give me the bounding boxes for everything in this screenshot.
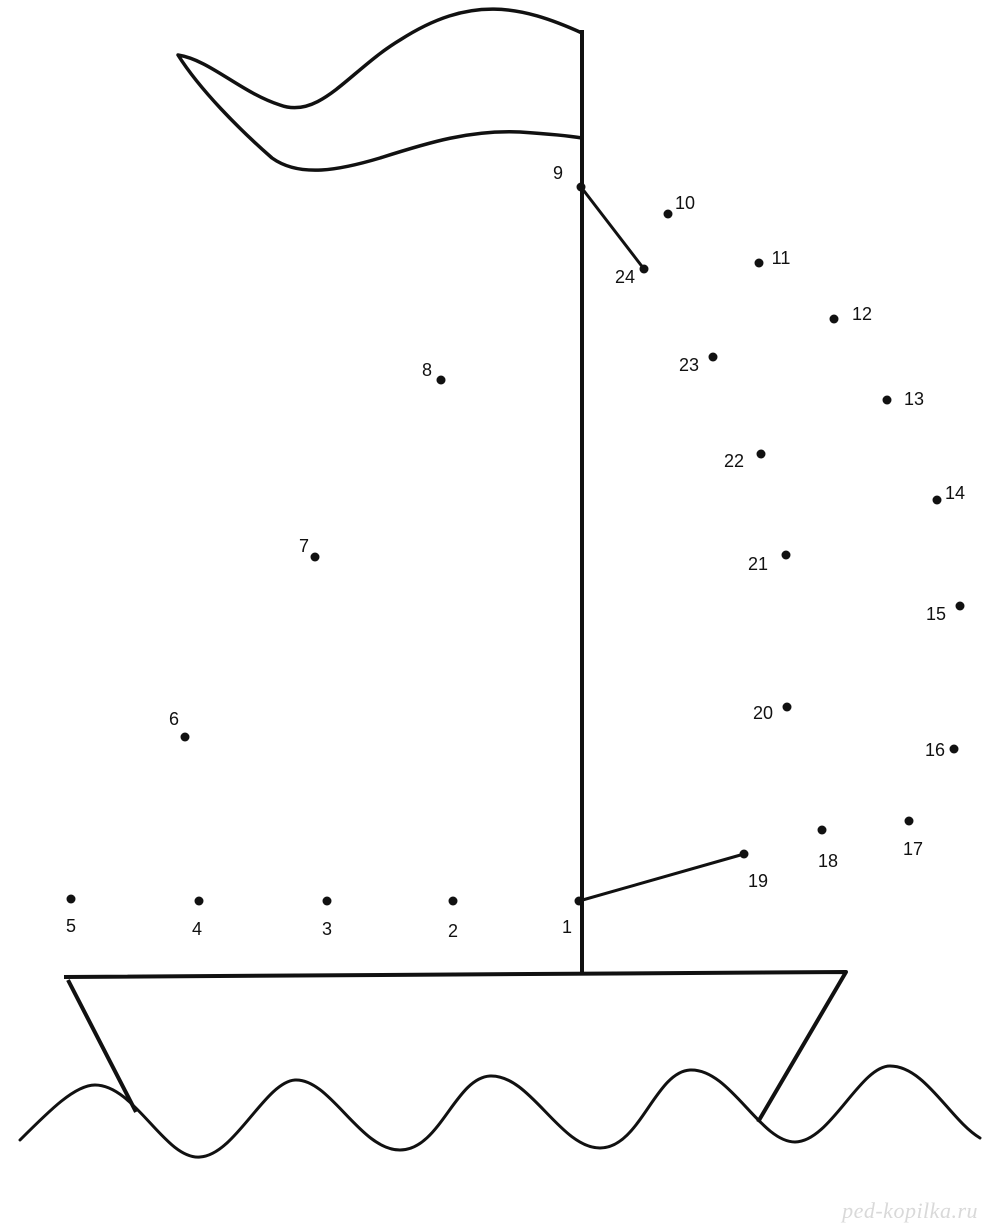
- dot-5: 5: [66, 894, 76, 936]
- dot-point-19: [739, 849, 749, 859]
- dot-point-23: [708, 352, 718, 362]
- dot-24: 24: [615, 264, 649, 287]
- dot-6: 6: [169, 709, 190, 742]
- dot-21: 21: [748, 550, 791, 574]
- dot-label-1: 1: [562, 917, 572, 937]
- dot-label-12: 12: [852, 304, 872, 324]
- dot-17: 17: [903, 816, 923, 859]
- dot-label-4: 4: [192, 919, 202, 939]
- dot-point-12: [829, 314, 839, 324]
- dot-point-1: [574, 896, 584, 906]
- dot-point-8: [436, 375, 446, 385]
- dot-point-16: [949, 744, 959, 754]
- dot-18: 18: [817, 825, 838, 871]
- waves-line: [18, 1064, 982, 1159]
- dot-label-20: 20: [753, 703, 773, 723]
- dot-label-23: 23: [679, 355, 699, 375]
- dot-point-4: [194, 896, 204, 906]
- flag-shape: [176, 7, 584, 172]
- dot-3: 3: [322, 896, 332, 939]
- dot-23: 23: [679, 352, 718, 375]
- connection-1-19: [578, 852, 745, 903]
- dot-19: 19: [739, 849, 768, 891]
- dot-point-22: [756, 449, 766, 459]
- dot-12: 12: [829, 304, 872, 324]
- connection-9-24: [579, 186, 646, 270]
- dot-10: 10: [663, 193, 695, 219]
- dot-label-7: 7: [299, 536, 309, 556]
- dot-label-22: 22: [724, 451, 744, 471]
- dot-point-3: [322, 896, 332, 906]
- dot-point-5: [66, 894, 76, 904]
- dot-label-2: 2: [448, 921, 458, 941]
- dot-label-15: 15: [926, 604, 946, 624]
- dot-label-17: 17: [903, 839, 923, 859]
- dot-label-9: 9: [553, 163, 563, 183]
- dot-label-10: 10: [675, 193, 695, 213]
- dot-point-7: [310, 552, 320, 562]
- dot-label-14: 14: [945, 483, 965, 503]
- dot-label-18: 18: [818, 851, 838, 871]
- dot-7: 7: [299, 536, 320, 562]
- dot-point-15: [955, 601, 965, 611]
- dot-4: 4: [192, 896, 204, 939]
- dot-label-19: 19: [748, 871, 768, 891]
- boat-hull: [63, 970, 848, 1124]
- dot-point-17: [904, 816, 914, 826]
- dot-label-24: 24: [615, 267, 635, 287]
- dot-label-8: 8: [422, 360, 432, 380]
- dot-14: 14: [932, 483, 965, 505]
- dot-point-10: [663, 209, 673, 219]
- dot-8: 8: [422, 360, 446, 385]
- dot-point-18: [817, 825, 827, 835]
- dot-label-3: 3: [322, 919, 332, 939]
- dot-point-6: [180, 732, 190, 742]
- dot-1: 1: [562, 896, 584, 937]
- dot-point-9: [576, 182, 586, 192]
- dot-label-11: 11: [772, 248, 791, 268]
- dot-point-11: [754, 258, 764, 268]
- dot-13: 13: [882, 389, 924, 409]
- dot-22: 22: [724, 449, 766, 471]
- dot-15: 15: [926, 601, 965, 624]
- dot-label-6: 6: [169, 709, 179, 729]
- dot-point-24: [639, 264, 649, 274]
- dot-11: 11: [754, 248, 791, 268]
- dot-label-16: 16: [925, 740, 945, 760]
- dot-20: 20: [753, 702, 792, 723]
- dot-point-21: [781, 550, 791, 560]
- dot-label-5: 5: [66, 916, 76, 936]
- dot-label-21: 21: [748, 554, 768, 574]
- dot-16: 16: [925, 740, 959, 760]
- dot-2: 2: [448, 896, 458, 941]
- dot-9: 9: [553, 163, 586, 192]
- dot-point-2: [448, 896, 458, 906]
- watermark-text: ped-kopilka.ru: [842, 1198, 978, 1223]
- dot-point-14: [932, 495, 942, 505]
- dot-point-20: [782, 702, 792, 712]
- dot-label-13: 13: [904, 389, 924, 409]
- dot-point-13: [882, 395, 892, 405]
